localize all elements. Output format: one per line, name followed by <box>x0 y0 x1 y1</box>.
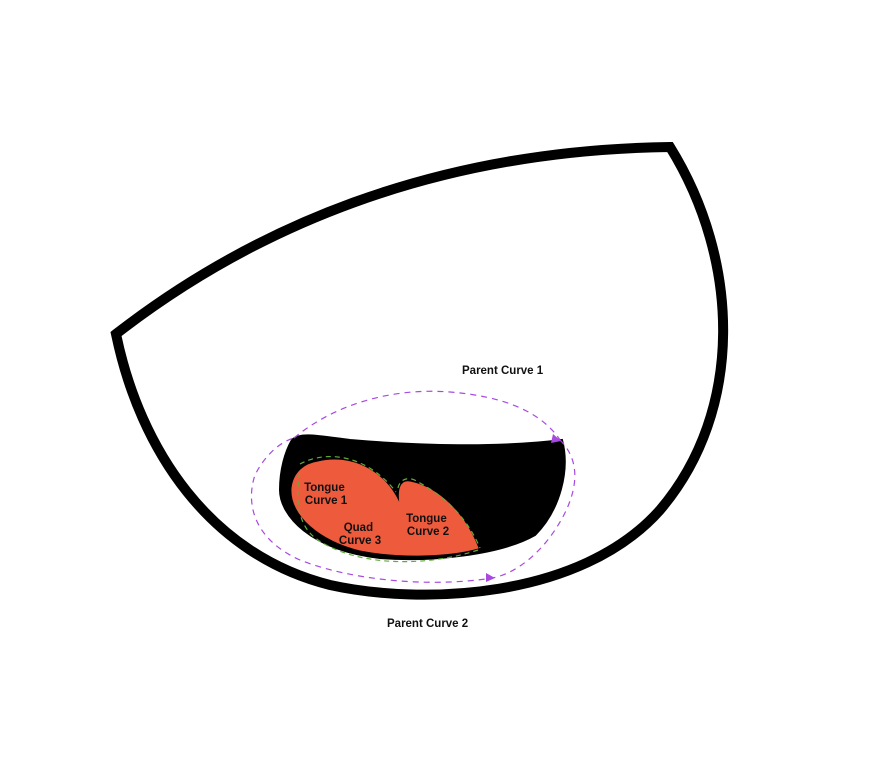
label-tongue-curve-1: Tongue Curve 1 <box>304 482 348 507</box>
tongue-shape <box>291 459 479 556</box>
parent-curve-1-arrowhead <box>551 434 561 443</box>
parent-curve-1-guide <box>293 390 561 441</box>
label-parent-curve-2: Parent Curve 2 <box>387 618 468 630</box>
outer-outline <box>110 141 729 600</box>
parent-curve-2-arrowhead <box>486 573 495 582</box>
parent-curve-2-guide <box>250 437 576 583</box>
label-parent-curve-1: Parent Curve 1 <box>462 365 544 377</box>
label-quad-curve-3: Quad Curve 3 <box>339 522 381 547</box>
label-tongue-curve-2: Tongue Curve 2 <box>406 513 450 538</box>
tongue-curve-guide <box>297 456 481 563</box>
